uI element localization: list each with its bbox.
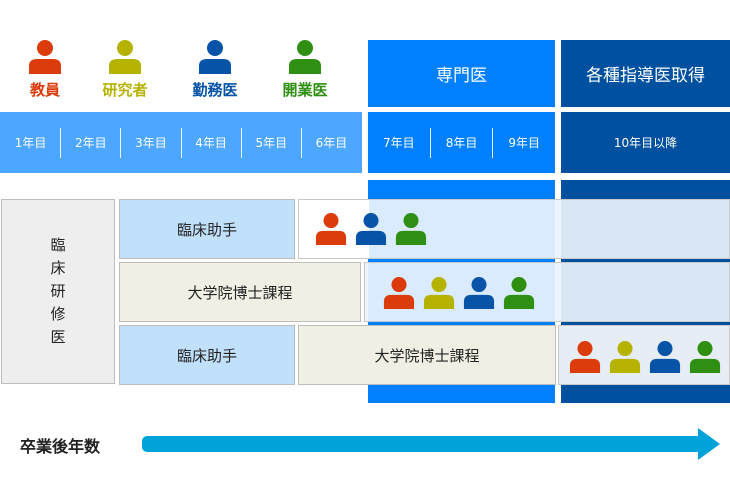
track3-outcome-icons — [569, 340, 721, 374]
person-icon — [609, 341, 641, 373]
person-icon — [383, 277, 415, 309]
year-label: 4年目 — [182, 127, 242, 158]
person-icon — [395, 213, 427, 245]
person-icon — [29, 40, 61, 74]
career-practitioner: 開業医 — [274, 40, 336, 100]
career-teacher: 教員 — [14, 40, 76, 100]
track3-outcome — [558, 325, 730, 385]
person-icon — [649, 341, 681, 373]
years-1-6: 1年目 2年目 3年目 4年目 5年目 6年目 — [0, 112, 362, 173]
track1-outcome-icons — [315, 212, 427, 246]
residency-char: 床 — [50, 259, 66, 277]
person-icon — [109, 40, 141, 74]
person-icon — [689, 341, 721, 373]
year-label: 9年目 — [508, 135, 540, 150]
person-icon — [199, 40, 231, 74]
track2-outcome-icons — [383, 276, 535, 310]
person-icon — [289, 40, 321, 74]
residency-box: 臨 床 研 修 医 — [1, 199, 115, 384]
year-label: 7年目 — [368, 127, 431, 158]
residency-char: 研 — [50, 282, 66, 300]
residency-char: 修 — [50, 305, 66, 323]
year-label: 2年目 — [61, 127, 122, 158]
person-icon — [355, 213, 387, 245]
timeline-arrow-icon — [142, 428, 720, 460]
career-label: 開業医 — [282, 81, 328, 99]
phase-specialist: 専門医 — [368, 40, 555, 107]
axis-label: 卒業後年数 — [20, 437, 101, 456]
year-label: 1年目 — [1, 127, 62, 158]
year-label: 3年目 — [121, 127, 182, 158]
career-label: 教員 — [29, 81, 60, 99]
track2-doctorate: 大学院博士課程 — [119, 262, 361, 322]
year-label: 6年目 — [315, 135, 348, 150]
career-hospital-doctor: 勤務医 — [184, 40, 246, 100]
year-label: 5年目 — [242, 127, 302, 158]
person-icon — [569, 341, 601, 373]
track1-clinical-assistant: 臨床助手 — [119, 199, 295, 259]
person-icon — [503, 277, 535, 309]
residency-char: 臨 — [50, 236, 66, 254]
year-10-plus: 10年目以降 — [561, 112, 730, 173]
track1-outcome — [298, 199, 730, 259]
year-label: 8年目 — [431, 127, 494, 158]
residency-char: 医 — [50, 328, 66, 346]
person-icon — [315, 213, 347, 245]
career-label: 勤務医 — [192, 81, 238, 99]
career-researcher: 研究者 — [94, 40, 156, 100]
career-label: 研究者 — [102, 81, 148, 99]
person-icon — [423, 277, 455, 309]
years-7-9: 7年目 8年目 9年目 — [368, 112, 555, 173]
phase-instructor: 各種指導医取得 — [561, 40, 730, 107]
track2-outcome — [364, 262, 730, 322]
track3-clinical-assistant: 臨床助手 — [119, 325, 295, 385]
person-icon — [463, 277, 495, 309]
track3-doctorate: 大学院博士課程 — [298, 325, 556, 385]
